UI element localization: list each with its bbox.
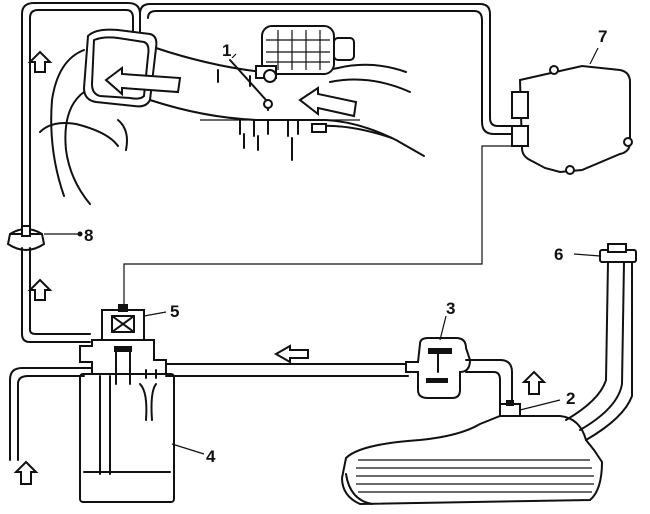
left-hose-up-arrow [27, 50, 53, 73]
canister-inlet-up-arrow [13, 460, 39, 485]
intake-outlet-flow-arrow [298, 86, 358, 118]
fuel-tank [340, 415, 604, 506]
diaphragm-valve-8 [6, 225, 91, 343]
vapor-line [165, 363, 409, 377]
canister-4 [79, 339, 175, 503]
filler-neck [565, 261, 633, 441]
filler-cap-6 [599, 243, 637, 263]
leader-lines [44, 47, 601, 455]
left-hose-up-arrow-lower [27, 278, 53, 301]
ecu-signal-wire [123, 145, 515, 308]
tank-vent-up-arrow [521, 370, 547, 395]
canister-inlet-hose [9, 367, 93, 461]
callout-8: 8 [84, 226, 93, 245]
ecu [511, 64, 633, 175]
solenoid-valve-5 [101, 304, 145, 341]
tank-vent-hose [465, 359, 513, 405]
callout-2: 2 [566, 389, 575, 408]
callout-7: 7 [598, 27, 607, 46]
air-box [255, 25, 355, 83]
top-hose [21, 2, 516, 229]
callout-3: 3 [446, 299, 455, 318]
two-way-valve-3 [405, 337, 472, 399]
callout-6: 6 [554, 245, 563, 264]
vapor-line-left-arrow [273, 344, 309, 364]
callout-5: 5 [170, 302, 179, 321]
callout-4: 4 [206, 447, 216, 466]
throttle-body [39, 28, 425, 205]
intake-flow-arrow [104, 66, 182, 97]
callout-1: 1 [222, 41, 231, 60]
